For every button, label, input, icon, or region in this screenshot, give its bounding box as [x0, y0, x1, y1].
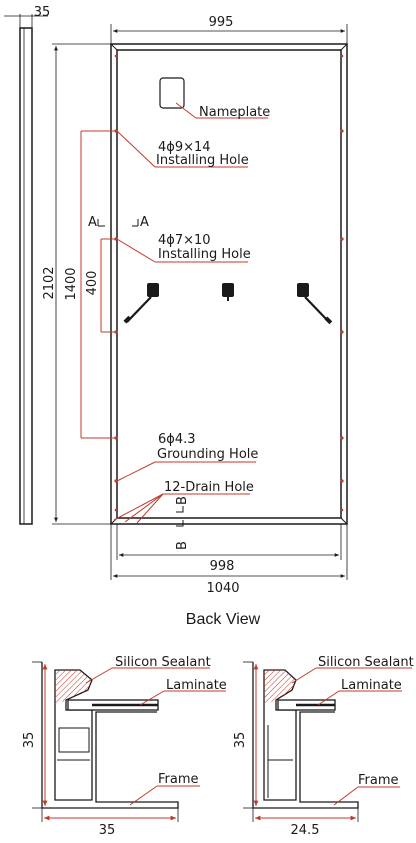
section-left-frame: Frame: [158, 772, 199, 787]
section-left-laminate: Laminate: [166, 678, 227, 693]
junction-box-right: [297, 283, 333, 325]
section-b-bottom: B: [175, 541, 190, 550]
dim-400: [100, 238, 115, 333]
dim-1400: [80, 130, 115, 439]
section-left-width: 35: [99, 823, 116, 838]
inner-span-dim: 400: [85, 271, 100, 296]
mounting-holes: [114, 54, 344, 512]
mount-span-dim: 1400: [64, 267, 79, 300]
nameplate-label: Nameplate: [199, 105, 270, 120]
install-hole-1-label: Installing Hole: [156, 153, 249, 168]
width-inner-bottom-dim: 998: [210, 559, 235, 574]
nameplate-box: [159, 77, 185, 109]
section-a-left: A: [88, 215, 97, 230]
height-dim: 2102: [42, 266, 57, 299]
junction-box-center: [222, 283, 234, 301]
section-a-right: A: [140, 215, 149, 230]
side-width-dim: 35: [34, 5, 51, 20]
install-hole-2-label: Installing Hole: [158, 247, 251, 262]
ground-label: Grounding Hole: [157, 447, 258, 462]
install-hole-2-spec: 4ϕ7×10: [158, 233, 211, 248]
section-b-top: B: [175, 496, 190, 505]
width-total-bottom-dim: 1040: [206, 581, 239, 596]
panel-frame: [110, 43, 348, 525]
section-left-height: 35: [22, 732, 37, 749]
section-right-frame: Frame: [358, 773, 399, 788]
ground-spec: 6ϕ4.3: [158, 432, 196, 447]
drain-label: 12-Drain Hole: [164, 480, 254, 495]
width-top-dim: 995: [209, 15, 234, 30]
junction-box-left: [123, 283, 159, 324]
dim-height: [52, 43, 111, 525]
install-hole-1-spec: 4ϕ9×14: [158, 140, 211, 155]
dim-998: [116, 524, 342, 560]
section-left-sealant: Silicon Sealant: [115, 655, 211, 670]
section-right-height: 35: [233, 732, 248, 749]
section-right-sealant: Silicon Sealant: [318, 655, 414, 670]
section-right-width: 24.5: [291, 823, 320, 838]
back-view-title: Back View: [186, 611, 261, 628]
dim-1040: [110, 524, 348, 580]
section-right-laminate: Laminate: [341, 678, 402, 693]
side-profile: [4, 14, 48, 525]
dim-top: [110, 24, 348, 44]
